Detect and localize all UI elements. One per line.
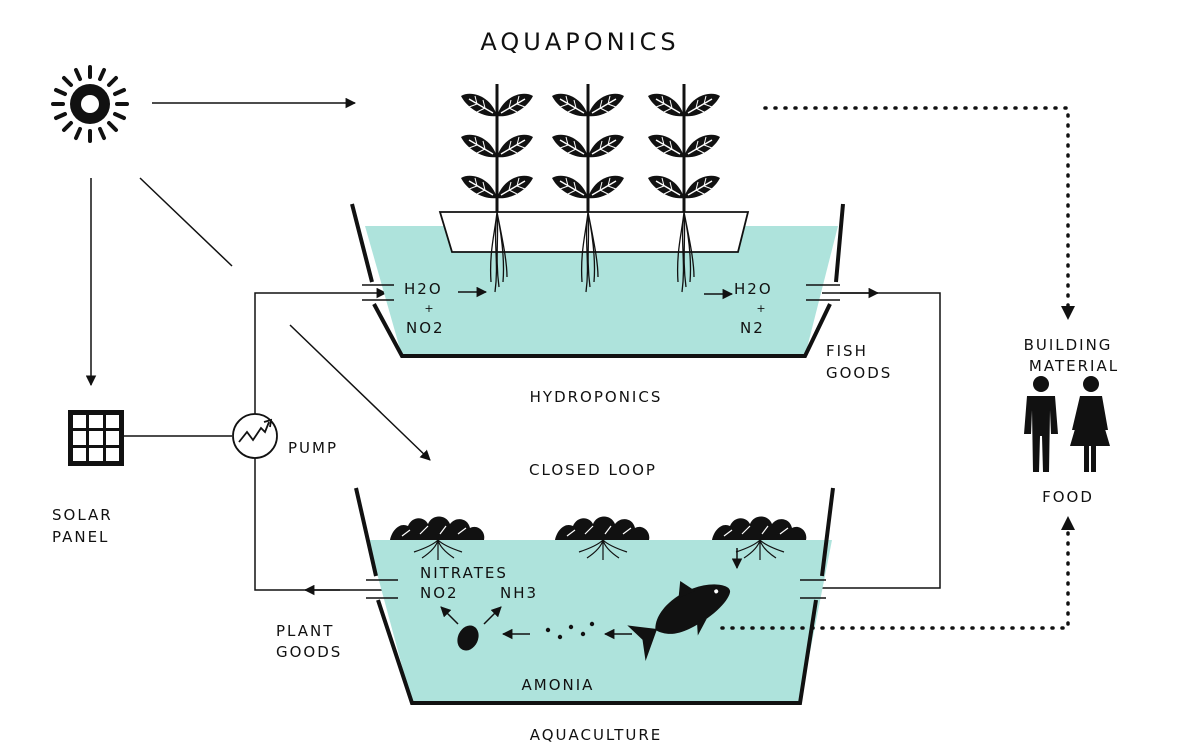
hydroponics-water — [365, 226, 838, 356]
waste-dots — [545, 621, 595, 640]
building-material-label-line1: BUILDING — [1024, 336, 1113, 354]
sun-diagonal-line — [139, 177, 233, 267]
nh3-arrow — [483, 606, 502, 625]
people-icon — [1024, 376, 1110, 472]
hydroponics-to-aquaculture-pipe — [774, 292, 941, 594]
nitrates-label: NITRATES — [420, 564, 508, 582]
amonia-label: AMONIA — [522, 676, 595, 694]
solar-panel-label-line1: SOLAR — [52, 506, 113, 524]
no2-label: NO2 — [420, 584, 459, 602]
no2-arrow — [440, 606, 459, 625]
food-label: FOOD — [1042, 488, 1094, 506]
sun-icon — [51, 65, 129, 143]
pump-to-hydroponics-pipe — [254, 287, 388, 414]
nh3-label: NH3 — [500, 584, 538, 602]
fish-to-food-dotted-flow — [720, 528, 1070, 630]
plus-out-label: + — [756, 302, 767, 315]
sun-to-aquaculture-arrow — [289, 324, 431, 461]
no2-in-label: NO2 — [406, 319, 445, 337]
aquaculture-water — [368, 540, 832, 703]
n2-out-label: N2 — [740, 319, 765, 337]
floating-raft — [438, 211, 750, 253]
closed-loop-label: CLOSED LOOP — [529, 461, 657, 479]
fish-goods-label-line1: FISH — [826, 342, 868, 360]
plant-goods-label-line2: GOODS — [276, 643, 342, 661]
solar-panel-icon — [68, 410, 124, 466]
plus-in-label: + — [424, 302, 435, 315]
fish-goods-label-line2: GOODS — [826, 364, 892, 382]
hydroponics-tank — [350, 203, 845, 358]
plants-flow-arrowhead — [1061, 306, 1075, 320]
aquaculture-to-pump-pipe — [254, 458, 384, 591]
aquaculture-tank — [354, 487, 835, 705]
pump-icon — [232, 413, 278, 459]
solar-panel-label-line2: PANEL — [52, 528, 109, 546]
pump-label: PUMP — [288, 439, 338, 457]
fish-icon — [627, 581, 731, 662]
bacteria-icon — [457, 625, 479, 651]
plants-to-people-dotted-flow — [763, 106, 1070, 308]
h2o-in-label: H2O — [404, 280, 443, 298]
h2o-out-label: H2O — [734, 280, 773, 298]
diagram-title: AQUAPONICS — [480, 28, 679, 56]
hydroponics-label: HYDROPONICS — [530, 388, 663, 406]
fish-flow-arrowhead — [1061, 516, 1075, 530]
aquaculture-label: AQUACULTURE — [530, 726, 663, 744]
plant-goods-label-line1: PLANT — [276, 622, 334, 640]
building-material-label-line2: MATERIAL — [1029, 357, 1119, 375]
